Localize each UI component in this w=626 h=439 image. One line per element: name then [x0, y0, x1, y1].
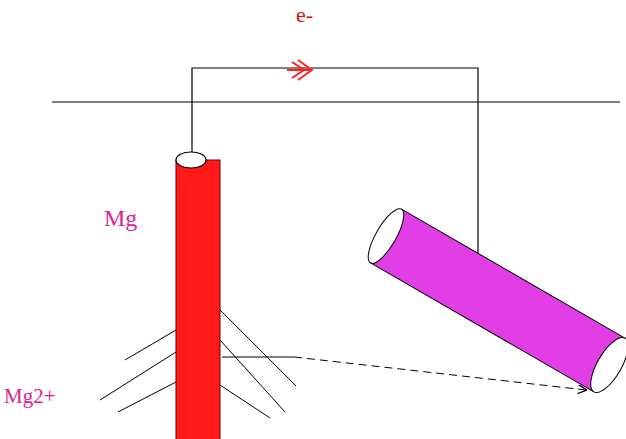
- metal-label: Mg: [104, 206, 137, 230]
- ion-label: Mg2+: [4, 386, 56, 407]
- ion-lines: [100, 310, 296, 418]
- ground-line: [52, 101, 620, 102]
- current-line: [222, 357, 294, 358]
- magnesium-rod: [176, 160, 220, 439]
- electron-label: e-: [296, 4, 313, 26]
- electron-arrow: [287, 60, 312, 80]
- rod-top: [176, 152, 206, 168]
- current-arrow: [294, 357, 586, 390]
